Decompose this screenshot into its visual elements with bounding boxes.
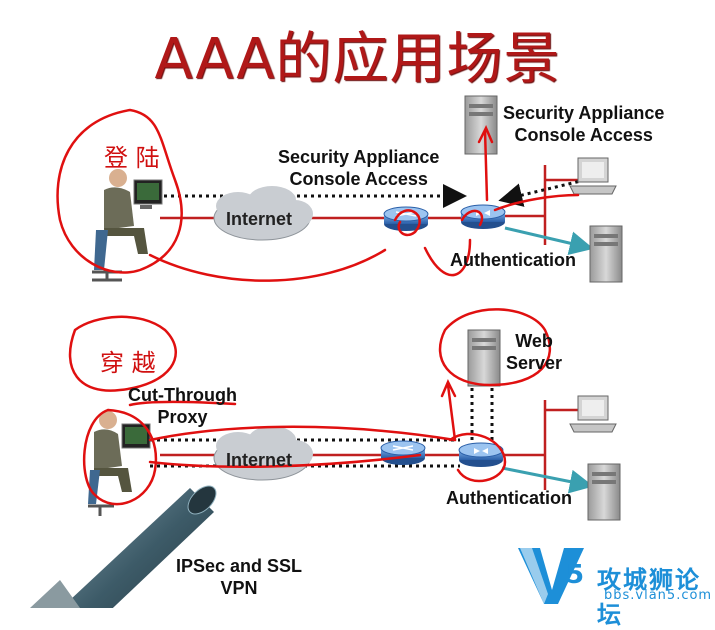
watermark-url: bbs.vlan5.com bbox=[604, 588, 713, 603]
bottom-internet-label: Internet bbox=[226, 450, 293, 470]
bottom-links bbox=[160, 400, 580, 490]
top-auth-server bbox=[589, 225, 623, 283]
vpn-tunnel bbox=[30, 485, 217, 608]
bottom-traverse-annotation: 穿 越 bbox=[100, 349, 156, 377]
bottom-auth-label: Authentication bbox=[446, 488, 572, 508]
top-console-path-right bbox=[498, 178, 586, 207]
bottom-workstation bbox=[569, 395, 617, 433]
bottom-web-server-label: Web Server bbox=[506, 331, 563, 373]
bottom-security-appliance bbox=[458, 442, 504, 467]
top-user-icon bbox=[92, 169, 163, 282]
bottom-internet-cloud bbox=[213, 426, 313, 481]
top-internet-cloud bbox=[213, 186, 313, 241]
top-console-label-right: Security Appliance Console Access bbox=[503, 103, 665, 145]
watermark-logo-number: 5 bbox=[566, 560, 585, 590]
top-console-label-mid: Security Appliance Console Access bbox=[278, 147, 440, 189]
network-diagram bbox=[30, 95, 623, 608]
bottom-hand-annotations bbox=[68, 308, 551, 506]
bottom-auth-server bbox=[587, 463, 621, 521]
bottom-router bbox=[380, 440, 426, 465]
top-login-annotation: 登 陆 bbox=[104, 144, 160, 172]
top-workstation bbox=[569, 157, 617, 195]
page-title: AAA的应用场景 bbox=[154, 27, 561, 92]
vpn-label: IPSec and SSL VPN bbox=[176, 556, 303, 598]
bottom-web-server bbox=[467, 329, 501, 387]
top-auth-arrow bbox=[504, 226, 594, 255]
top-auth-label: Authentication bbox=[450, 250, 576, 270]
bottom-cut-through-label: Cut-Through Proxy bbox=[128, 385, 237, 427]
top-console-server bbox=[464, 95, 498, 155]
top-hand-annotations bbox=[56, 108, 580, 282]
watermark-logo bbox=[518, 548, 584, 604]
top-internet-label: Internet bbox=[226, 209, 293, 229]
bottom-auth-arrow bbox=[501, 466, 594, 494]
